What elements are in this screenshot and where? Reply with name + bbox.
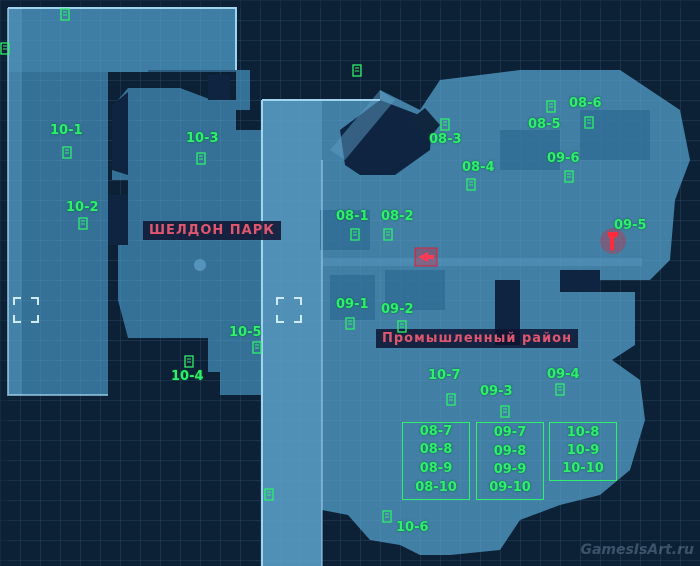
location-label[interactable]: 10-3 bbox=[186, 131, 219, 146]
location-label[interactable]: 08-7 bbox=[419, 424, 453, 439]
waypoint-bracket-icon bbox=[276, 297, 302, 323]
collectible-pin-icon[interactable] bbox=[0, 42, 10, 55]
location-label[interactable]: 10-2 bbox=[66, 200, 99, 215]
location-label[interactable]: 10-1 bbox=[50, 123, 83, 138]
location-label[interactable]: 09-4 bbox=[547, 367, 580, 382]
location-label[interactable]: 10-8 bbox=[566, 425, 600, 440]
collectible-pin-icon[interactable] bbox=[184, 355, 194, 368]
location-label[interactable]: 10-7 bbox=[428, 368, 461, 383]
waypoint-bracket-icon bbox=[13, 297, 39, 323]
location-label[interactable]: 08-3 bbox=[429, 132, 462, 147]
collectible-pin-icon[interactable] bbox=[383, 228, 393, 241]
objective-marker-icon[interactable] bbox=[598, 226, 628, 256]
collectible-pin-icon[interactable] bbox=[352, 64, 362, 77]
location-label[interactable]: 09-9 bbox=[493, 462, 527, 477]
collectible-pin-icon[interactable] bbox=[62, 146, 72, 159]
location-label[interactable]: 09-10 bbox=[489, 480, 531, 495]
collectible-pin-icon[interactable] bbox=[252, 341, 262, 354]
location-label[interactable]: 09-3 bbox=[480, 384, 513, 399]
location-label[interactable]: 09-1 bbox=[336, 297, 369, 312]
collectible-pin-icon[interactable] bbox=[584, 116, 594, 129]
location-label[interactable]: 09-5 bbox=[614, 218, 647, 233]
vehicle-marker-icon[interactable] bbox=[414, 247, 438, 267]
collectible-pin-icon[interactable] bbox=[60, 8, 70, 21]
location-label[interactable]: 08-1 bbox=[336, 209, 369, 224]
collectible-pin-icon[interactable] bbox=[546, 100, 556, 113]
collectible-pin-icon[interactable] bbox=[78, 217, 88, 230]
label-group-09: 09-7 09-8 09-9 09-10 bbox=[476, 422, 544, 500]
location-label[interactable]: 10-9 bbox=[566, 443, 600, 458]
location-label[interactable]: 10-5 bbox=[229, 325, 262, 340]
location-label[interactable]: 10-10 bbox=[562, 461, 604, 476]
collectible-pin-icon[interactable] bbox=[564, 170, 574, 183]
location-label[interactable]: 08-8 bbox=[419, 442, 453, 457]
collectible-pin-icon[interactable] bbox=[345, 317, 355, 330]
zone-label-industrial: Промышленный район bbox=[376, 329, 579, 348]
location-label[interactable]: 10-6 bbox=[396, 520, 429, 535]
collectible-pin-icon[interactable] bbox=[440, 118, 450, 131]
collectible-pin-icon[interactable] bbox=[350, 228, 360, 241]
collectible-pin-icon[interactable] bbox=[397, 320, 407, 333]
location-label[interactable]: 08-9 bbox=[419, 461, 453, 476]
collectible-pin-icon[interactable] bbox=[466, 178, 476, 191]
collectible-pin-icon[interactable] bbox=[264, 488, 274, 501]
location-label[interactable]: 08-2 bbox=[381, 209, 414, 224]
location-label[interactable]: 08-5 bbox=[528, 117, 561, 132]
location-label[interactable]: 09-8 bbox=[493, 444, 527, 459]
location-label[interactable]: 08-10 bbox=[415, 480, 457, 495]
location-label[interactable]: 09-2 bbox=[381, 302, 414, 317]
location-label[interactable]: 10-4 bbox=[171, 369, 204, 384]
watermark: GamesIsArt.ru bbox=[580, 542, 694, 558]
zone-label-sheldon-park: ШЕЛДОН ПАРК bbox=[143, 221, 281, 240]
label-group-08: 08-7 08-8 08-9 08-10 bbox=[402, 422, 470, 500]
location-label[interactable]: 09-7 bbox=[493, 425, 527, 440]
collectible-pin-icon[interactable] bbox=[446, 393, 456, 406]
label-group-10: 10-8 10-9 10-10 bbox=[549, 422, 617, 481]
location-label[interactable]: 08-4 bbox=[462, 160, 495, 175]
collectible-pin-icon[interactable] bbox=[500, 405, 510, 418]
location-label[interactable]: 09-6 bbox=[547, 151, 580, 166]
location-label[interactable]: 08-6 bbox=[569, 96, 602, 111]
collectible-pin-icon[interactable] bbox=[382, 510, 392, 523]
collectible-pin-icon[interactable] bbox=[555, 383, 565, 396]
collectible-pin-icon[interactable] bbox=[196, 152, 206, 165]
